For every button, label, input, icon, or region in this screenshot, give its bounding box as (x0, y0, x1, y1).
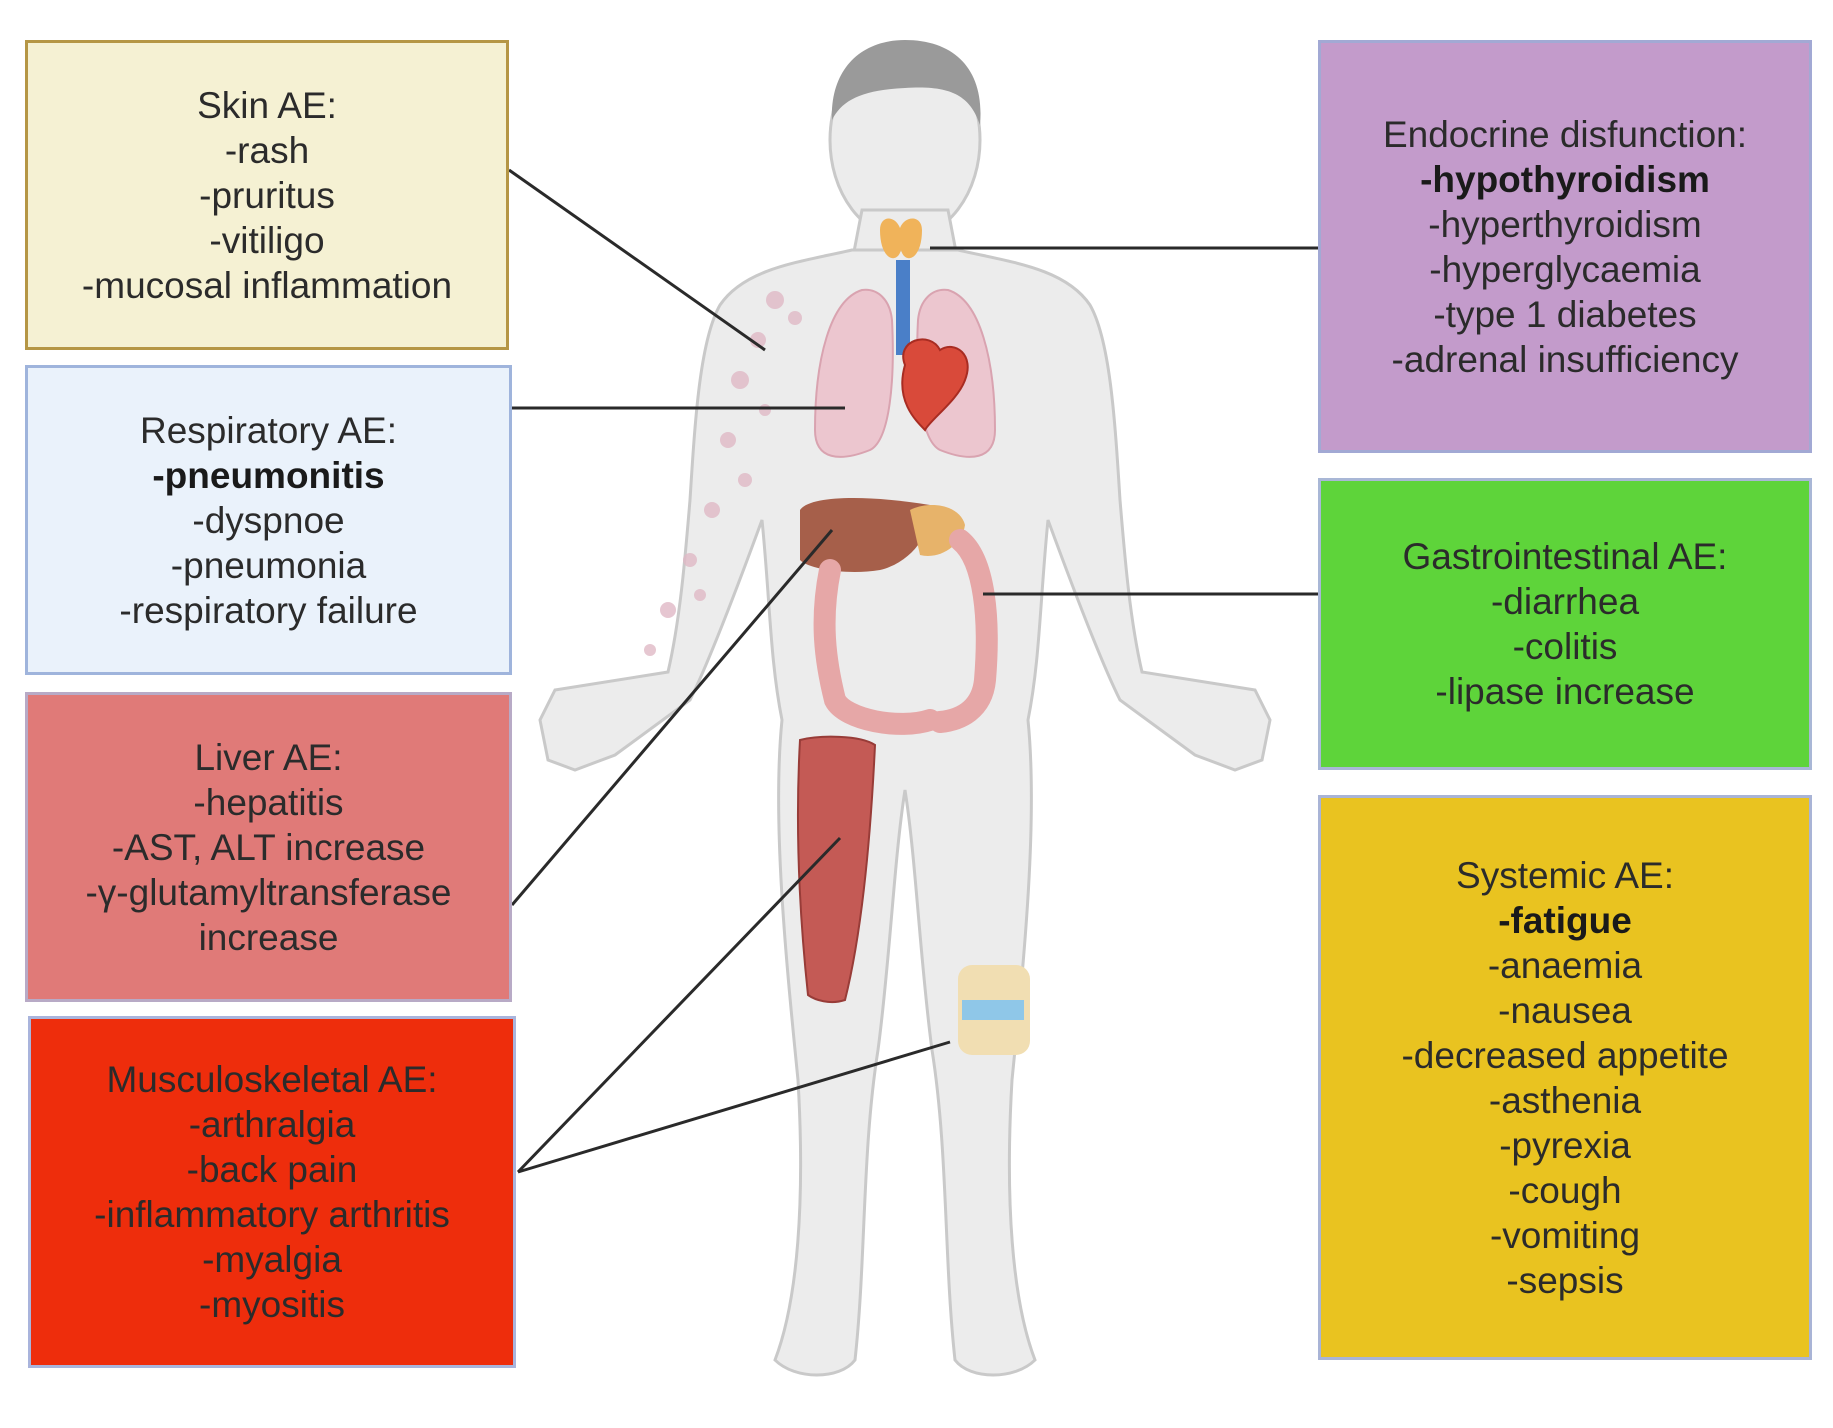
musculoskeletal-ae-item: -inflammatory arthritis (94, 1194, 450, 1235)
musculoskeletal-ae-panel: Musculoskeletal AE: -arthralgia -back pa… (28, 1016, 516, 1368)
liver-ae-panel: Liver AE: -hepatitis -AST, ALT increase … (25, 692, 512, 1002)
skin-ae-item: -pruritus (199, 174, 335, 216)
heart (901, 338, 969, 432)
gastrointestinal-ae-title: Gastrointestinal AE: (1402, 536, 1728, 577)
respiratory-ae-bold-item: -pneumonitis (152, 454, 385, 496)
liver-ae-item: -γ-glutamyltransferase (85, 871, 452, 913)
liver-ae-item: -hepatitis (193, 781, 344, 823)
skin-ae-panel: Skin AE: -rash -pruritus -vitiligo -muco… (25, 40, 509, 350)
systemic-ae-panel: Systemic AE: -fatigue -anaemia -nausea -… (1318, 795, 1812, 1360)
endocrine-item: -hyperglycaemia (1429, 248, 1701, 290)
endocrine-bold-item: -hypothyroidism (1420, 158, 1710, 200)
endocrine-panel: Endocrine disfunction: -hypothyroidism -… (1318, 40, 1812, 453)
systemic-ae-item: -cough (1508, 1169, 1622, 1211)
liver-ae-item: increase (198, 916, 339, 958)
respiratory-ae-item: -dyspnoe (192, 499, 345, 541)
endocrine-item: -type 1 diabetes (1433, 293, 1697, 335)
respiratory-ae-title: Respiratory AE: (139, 409, 398, 451)
liver-ae-item: -AST, ALT increase (111, 826, 426, 868)
systemic-ae-item: -sepsis (1506, 1259, 1624, 1301)
hair (831, 40, 981, 125)
endocrine-item: -hyperthyroidism (1428, 203, 1702, 245)
systemic-ae-item: -vomiting (1489, 1214, 1641, 1256)
skin-ae-item: -rash (224, 129, 310, 171)
liver-ae-title: Liver AE: (194, 736, 343, 778)
skin-ae-item: -mucosal inflammation (81, 264, 453, 306)
gastrointestinal-ae-panel: Gastrointestinal AE: -diarrhea -colitis … (1318, 478, 1812, 770)
systemic-ae-title: Systemic AE: (1456, 854, 1674, 896)
gastrointestinal-ae-item: -colitis (1512, 626, 1618, 667)
musculoskeletal-ae-item: -myositis (199, 1284, 345, 1325)
gastrointestinal-ae-item: -diarrhea (1490, 581, 1640, 622)
respiratory-ae-panel: Respiratory AE: -pneumonitis -dyspnoe -p… (25, 365, 512, 675)
systemic-ae-item: -asthenia (1488, 1079, 1642, 1121)
endocrine-item: -adrenal insufficiency (1391, 338, 1739, 380)
endocrine-title: Endocrine disfunction: (1382, 113, 1748, 155)
gastrointestinal-ae-item: -lipase increase (1435, 671, 1695, 712)
skin-ae-item: -vitiligo (209, 219, 325, 261)
thyroid (880, 218, 922, 259)
musculoskeletal-ae-item: -arthralgia (188, 1104, 356, 1145)
systemic-ae-item: -pyrexia (1499, 1124, 1631, 1166)
skin-ae-title: Skin AE: (197, 84, 337, 126)
trachea (896, 260, 910, 355)
respiratory-ae-item: -pneumonia (170, 544, 367, 586)
musculoskeletal-ae-title: Musculoskeletal AE: (106, 1059, 438, 1100)
knee-joint (958, 965, 1030, 1055)
systemic-ae-item: -anaemia (1487, 944, 1643, 986)
systemic-ae-bold-item: -fatigue (1498, 899, 1632, 941)
respiratory-ae-item: -respiratory failure (119, 589, 418, 631)
musculoskeletal-ae-item: -myalgia (202, 1239, 342, 1280)
systemic-ae-item: -nausea (1498, 989, 1632, 1031)
musculoskeletal-ae-item: -back pain (186, 1149, 358, 1190)
systemic-ae-item: -decreased appetite (1401, 1034, 1729, 1076)
